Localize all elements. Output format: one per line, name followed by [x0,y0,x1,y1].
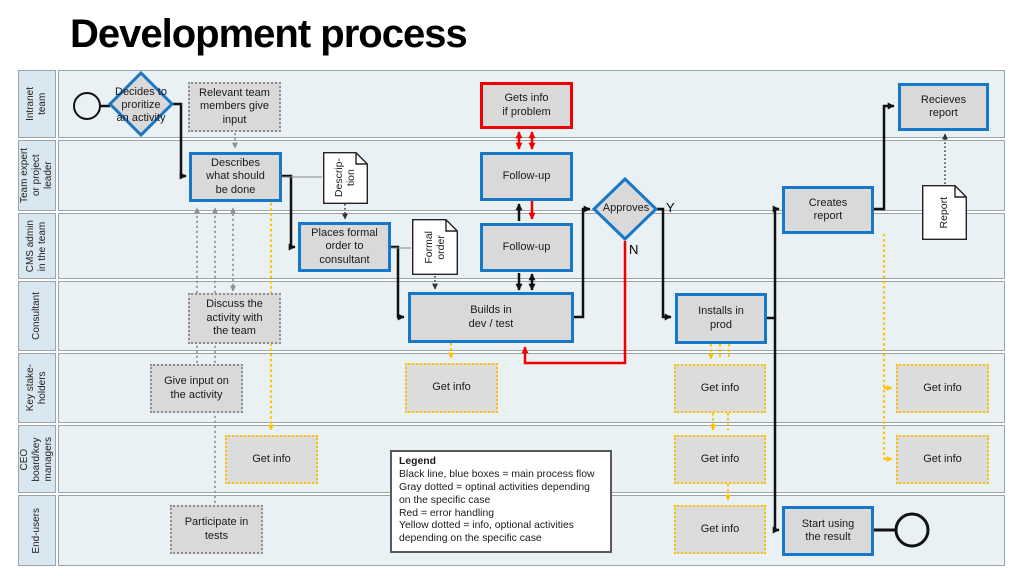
document-label: Descrip- tion [333,158,358,198]
decides-gateway-label: Decides to proritize an activity [115,86,167,125]
decides-gateway-shape [107,70,175,138]
approves-no-label: N [629,242,639,257]
document-shape [412,219,458,275]
start-using-result-task: Start using the result [782,506,874,556]
document-label: Report [938,196,951,229]
discuss-activity-task: Discuss the activity with the team [188,293,281,344]
start-event-circle [73,92,101,120]
follow-up-team-task: Follow-up [480,152,573,201]
lane-label-ceo-board: CEO board/key managers [18,425,56,493]
legend-body: Black line, blue boxes = main process fl… [399,468,595,545]
gets-info-if-problem-task: Gets info if problem [480,82,573,129]
relevant-team-input-task: Relevant team members give input [188,82,281,132]
document-label: Formal order [422,230,447,264]
get-info-stakeholders-report: Get info [896,364,989,413]
follow-up-cms-task: Follow-up [480,223,573,272]
installs-in-prod-task: Installs in prod [675,293,767,344]
document-shape [323,152,368,204]
describes-task: Describes what should be done [189,152,282,202]
formal-order-document: Formal order [412,219,458,275]
get-info-ceo-report: Get info [896,435,989,484]
description-document: Descrip- tion [323,152,368,204]
approves-yes-label: Y [666,200,675,215]
legend-box: Legend Black line, blue boxes = main pro… [390,450,612,554]
lane-label-key-stakeholders: Key stake- holders [18,353,56,423]
lane-label-intranet-team: Intranet team [18,70,56,138]
get-info-end-users: Get info [674,505,766,554]
places-formal-order-task: Places formal order to consultant [298,222,391,272]
recieves-report-task: Recieves report [898,83,989,131]
lane-label-team-expert: Team expert or project leader [18,140,56,211]
legend-title: Legend [399,456,436,467]
give-input-task: Give input on the activity [150,364,243,413]
document-shape [922,185,967,240]
report-document: Report [922,185,967,240]
participate-in-tests-task: Participate in tests [170,505,263,554]
get-info-ceo-installs: Get info [674,435,766,484]
builds-dev-test-task: Builds in dev / test [408,292,574,343]
get-info-stakeholders-build: Get info [405,363,498,413]
end-event-circle [894,512,930,548]
page-title: Development process [70,12,468,56]
creates-report-task: Creates report [782,186,874,234]
lane-label-end-users: End-users [18,495,56,566]
get-info-stakeholders-installs: Get info [674,364,766,413]
approves-gateway-label: Approves [602,202,650,214]
get-info-ceo-left: Get info [225,435,318,484]
lane-label-consultant: Consultant [18,281,56,351]
lane-label-cms-admin: CMS admin in the team [18,213,56,279]
approves-gateway-shape [591,176,659,242]
